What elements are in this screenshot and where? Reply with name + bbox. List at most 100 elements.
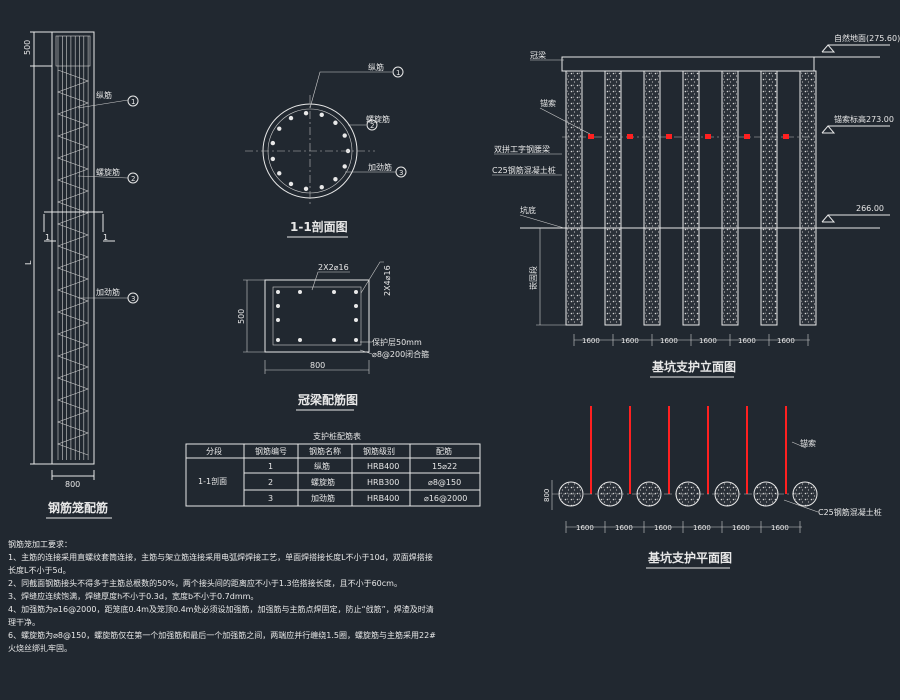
crown-beam-bar-dot xyxy=(332,338,336,342)
crown-beam-bar-dot xyxy=(276,338,280,342)
elevation-label-anchor: 锚索 xyxy=(540,98,556,108)
elevation-pile xyxy=(682,70,700,326)
cage-label-stiffener-no: 3 xyxy=(131,295,135,303)
elevation-anchor-mark xyxy=(627,134,633,139)
cage-spiral-bar xyxy=(57,69,89,456)
elevation-label-waler: 双拼工字钢腰梁 xyxy=(494,144,550,154)
cage-label-stiffener: 加劲筋 xyxy=(96,287,120,297)
section-bar-dot xyxy=(270,140,276,146)
rebar-table-header-spec: 配筋 xyxy=(436,446,452,456)
section-label-stiffener-no: 3 xyxy=(399,169,403,177)
section-title: 1-1剖面图 xyxy=(290,219,348,234)
rebar-table-header-no: 钢筋编号 xyxy=(255,446,287,456)
elevation-pile xyxy=(604,70,622,326)
elevation-pile xyxy=(565,70,583,326)
plan-piles xyxy=(552,481,818,507)
crown-beam-top-bars: 2X2⌀16 xyxy=(318,263,349,272)
rebar-table-header-name: 钢筋名称 xyxy=(309,446,341,456)
crown-beam-bar-dots xyxy=(276,290,358,342)
cage-dim-bottom: 800 xyxy=(65,480,80,489)
plan-spacing-1: 1600 xyxy=(576,524,594,532)
rebar-row-3-grade: HRB400 xyxy=(367,494,399,503)
section-bar-dot xyxy=(333,120,338,125)
elevation-spacing-dims xyxy=(573,334,809,346)
elevation-spacing-2: 1600 xyxy=(621,337,639,345)
section-bar-dot xyxy=(277,171,282,176)
plan-spacing-4: 1600 xyxy=(693,524,711,532)
rebar-table-title: 支护桩配筋表 xyxy=(313,431,361,441)
notes-item-3: 3、焊缝应连续饱满，焊缝厚度h不小于0.3d，宽度b不小于0.7dmm。 xyxy=(8,592,259,601)
crown-beam-bar-dot xyxy=(298,338,302,342)
plan-spacing-5: 1600 xyxy=(732,524,750,532)
notes-item-5: 6、螺旋筋为⌀8@150，螺旋筋仅在第一个加强筋和最后一个加强筋之间，两端应并行… xyxy=(8,631,436,653)
plan-pile-label: C25钢筋混凝土桩 xyxy=(818,507,882,517)
cage-dim-length: L xyxy=(24,260,33,265)
cage-label-spiral-no: 2 xyxy=(131,175,135,183)
section-bar-dot xyxy=(342,164,347,169)
construction-notes: 钢筋笼加工要求： 1、主筋的连接采用直螺纹套筒连接，主筋与架立筋连接采用电弧焊焊… xyxy=(8,538,438,655)
crown-beam-side-bars: 2X4⌀16 xyxy=(383,265,392,296)
crown-beam-drawing: 500 800 2X2⌀16 2X4⌀16 保护层50mm ⌀8@200闭合箍 … xyxy=(237,261,429,411)
cage-label-longitudinal-no: 1 xyxy=(131,98,135,106)
crown-beam-bar-dot xyxy=(298,290,302,294)
elevation-anchor-mark xyxy=(588,134,594,139)
elevation-ground-level: 自然地面(275.60) xyxy=(834,33,900,43)
cage-label-spiral: 螺旋筋 xyxy=(96,167,120,177)
elevation-spacing-5: 1600 xyxy=(738,337,756,345)
elevation-anchor-marks xyxy=(588,134,789,139)
crown-beam-bar-dot xyxy=(276,318,280,322)
elevation-spacing-1: 1600 xyxy=(582,337,600,345)
section-label-longitudinal-no: 1 xyxy=(396,69,400,77)
elevation-label-crown-beam: 冠梁 xyxy=(530,51,546,60)
section-bar-dot xyxy=(288,115,294,121)
rebar-table-header-grade: 钢筋级别 xyxy=(363,446,395,456)
cage-section-mark-right: 1 xyxy=(103,233,108,242)
cage-section-mark-left: 1 xyxy=(45,233,50,242)
elevation-title: 基坑支护立面图 xyxy=(651,359,736,374)
section-bar-dot xyxy=(319,184,324,190)
section-bar-dot xyxy=(277,126,282,131)
rebar-row-2-spec: ⌀8@150 xyxy=(428,478,461,487)
elevation-anchor-mark xyxy=(783,134,789,139)
elevation-piles xyxy=(565,70,817,326)
rebar-table: 支护桩配筋表 分段 钢筋编号 钢筋名称 钢筋级别 配筋 1-1剖面 1 纵筋 H… xyxy=(185,431,481,507)
elevation-anchor-level: 锚索标高273.00 xyxy=(834,114,894,124)
elevation-label-pit-bottom: 坑底 xyxy=(520,205,536,215)
crown-beam-bar-dot xyxy=(354,290,358,294)
plan-anchor-label: 锚索 xyxy=(800,438,816,448)
rebar-cage-drawing: 500 L 800 1 1 纵筋 1 螺旋筋 2 加劲筋 3 钢筋笼配筋 xyxy=(23,31,139,519)
notes-item-4: 4、加强筋为⌀16@2000，距笼底0.4m及笼顶0.4m处必须设加强筋，加强筋… xyxy=(8,605,434,627)
rebar-row-1-name: 纵筋 xyxy=(314,461,330,471)
rebar-table-header-segment: 分段 xyxy=(206,446,222,456)
section-bar-dot xyxy=(319,112,324,118)
crown-beam-bar-dot xyxy=(276,304,280,308)
section-bar-dots xyxy=(270,111,351,191)
notes-item-1: 1、主筋的连接采用直螺纹套筒连接，主筋与架立筋连接采用电弧焊焊接工艺，单面焊搭接… xyxy=(8,553,433,575)
section-label-spiral-no: 2 xyxy=(370,122,374,130)
section-label-spiral: 螺旋筋 xyxy=(366,114,390,124)
elevation-spacing-3: 1600 xyxy=(660,337,678,345)
crown-beam-bar-dot xyxy=(332,290,336,294)
cage-label-longitudinal: 纵筋 xyxy=(96,90,112,100)
crown-beam-bar-dot xyxy=(354,318,358,322)
cage-title: 钢筋笼配筋 xyxy=(48,500,108,515)
section-bar-dot xyxy=(270,156,276,162)
rebar-row-1-no: 1 xyxy=(268,462,273,471)
elevation-label-embedment: 嵌固段 xyxy=(528,266,538,290)
plan-spacing-6: 1600 xyxy=(771,524,789,532)
crown-beam-bar-dot xyxy=(276,290,280,294)
section-bar-dot xyxy=(333,177,338,182)
elevation-label-pile: C25钢筋混凝土桩 xyxy=(492,165,556,175)
elevation-crown-beam xyxy=(561,56,815,72)
rebar-row-1-grade: HRB400 xyxy=(367,462,399,471)
crown-beam-bar-dot xyxy=(354,304,358,308)
section-bar-dot xyxy=(288,181,294,187)
elevation-bottom-level: 266.00 xyxy=(856,204,884,213)
plan-spacing-3: 1600 xyxy=(654,524,672,532)
elevation-spacing-4: 1600 xyxy=(699,337,717,345)
section-bar-dot xyxy=(303,111,309,116)
elevation-pile xyxy=(760,70,778,326)
cage-dim-top: 500 xyxy=(23,40,32,55)
plan-title: 基坑支护平面图 xyxy=(647,550,732,565)
